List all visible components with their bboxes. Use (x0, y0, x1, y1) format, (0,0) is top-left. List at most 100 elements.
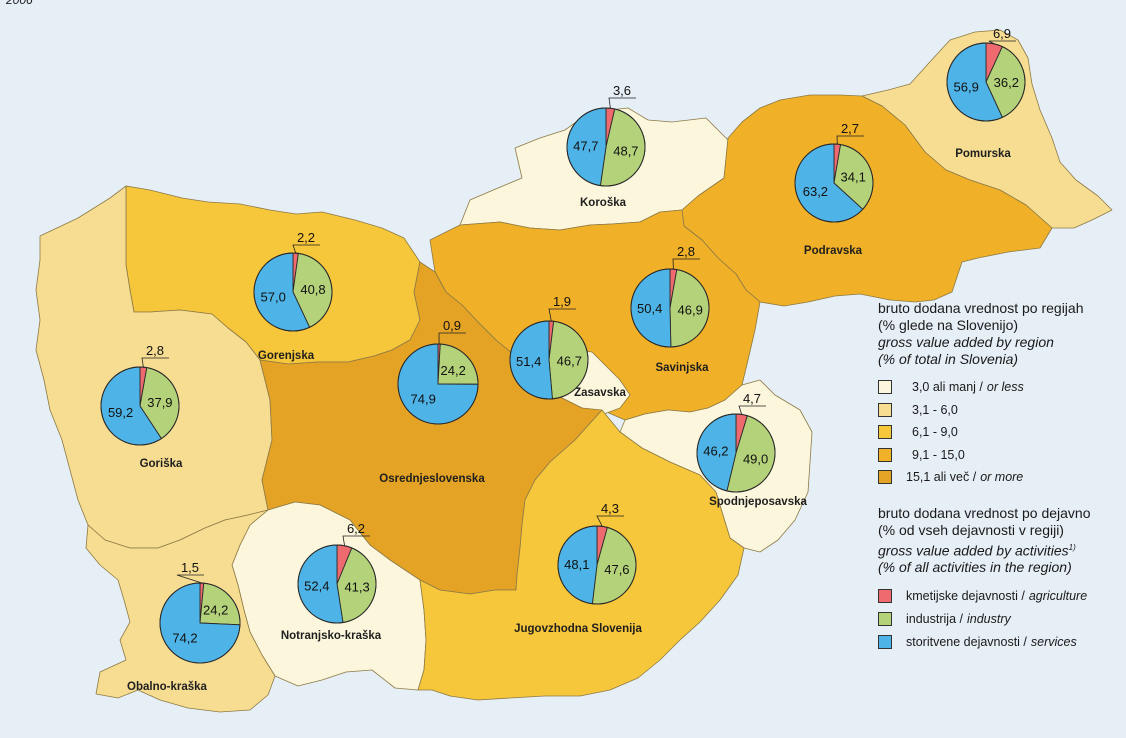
legend-activity-en: industry (966, 611, 1011, 626)
pie-value-industry: 47,6 (604, 562, 629, 577)
pie-value-services: 48,1 (564, 557, 589, 572)
agriculture-leader-line (738, 405, 766, 415)
legend-swatch (878, 402, 892, 417)
pie-value-services: 51,4 (516, 354, 541, 369)
pie-value-services: 52,4 (304, 579, 329, 594)
pie-value-industry: 48,7 (613, 144, 638, 159)
legend-activity-si: industrija / (906, 611, 963, 626)
region-label: Spodnjeposavska (709, 496, 807, 508)
pie-value-services: 59,2 (108, 405, 133, 420)
legend-class: 6,1 - 9,0 (878, 421, 1126, 444)
pie-value-services: 57,0 (261, 289, 286, 304)
region-label: Notranjsko-kraška (281, 630, 382, 642)
footnote-marker: 1) (1068, 542, 1076, 552)
region-pie: 49,0 46,2 4,7 (696, 391, 776, 493)
legend-class: 3,1 - 6,0 (878, 399, 1126, 422)
pie-value-services: 46,2 (703, 444, 728, 459)
pie-value-agriculture: 1,9 (553, 294, 571, 309)
pie-value-industry: 40,8 (300, 282, 325, 297)
region-pie: 48,7 47,7 3,6 (566, 83, 646, 187)
region-pie: 34,163,22,7 (794, 121, 874, 223)
pie-value-services: 50,4 (637, 301, 662, 316)
agriculture-leader-line (608, 97, 636, 109)
pie-value-agriculture: 2,7 (841, 121, 859, 136)
pie-value-services: 74,9 (411, 392, 436, 407)
region-pie: 37,9 59,2 2,8 (100, 343, 180, 446)
legend-swatch-agriculture (878, 588, 892, 603)
pie-outline (159, 582, 241, 664)
legend-class-en: or less (986, 380, 1024, 395)
pie-value-agriculture: 2,2 (297, 230, 315, 245)
legend-activity-si: kmetijske dejavnosti / (906, 588, 1025, 603)
legend-activities-title-si: bruto dodana vrednost po dejavno (878, 504, 1091, 521)
agriculture-leader-line (292, 244, 320, 254)
pie-value-industry: 36,2 (994, 75, 1019, 90)
pie-value-agriculture: 6,9 (993, 26, 1011, 41)
agriculture-leader-line (438, 332, 466, 345)
legend-class-range: 15,1 ali več / (906, 470, 977, 485)
legend-activities-title-en: gross value added by activities1) (878, 542, 1076, 559)
agriculture-leader-line (342, 535, 370, 546)
pie-outline (557, 525, 637, 605)
legend-swatch (878, 447, 892, 462)
pie-outline (297, 544, 377, 624)
region-pie: 24,2 74,2 1,5 (159, 560, 241, 664)
legend-class-range: 6,1 - 9,0 (912, 425, 958, 440)
pie-outline (397, 343, 479, 425)
pie-outline (253, 252, 333, 332)
legend-activities: kmetijske dejavnosti / agriculture indus… (878, 584, 1126, 653)
region-pie: 46,9 50,4 2,8 (630, 244, 710, 348)
pie-value-industry: 49,0 (743, 451, 768, 466)
region-pie: 24,274,90,9 (397, 318, 479, 425)
pie-value-industry: 41,3 (344, 579, 369, 594)
agriculture-leader-line (596, 515, 624, 527)
pie-outline (696, 413, 776, 493)
pie-value-industry: 46,7 (557, 353, 582, 368)
pie-value-agriculture: 4,7 (743, 391, 761, 406)
region-label: Goriška (140, 458, 183, 470)
pie-value-industry: 24,2 (203, 602, 228, 617)
agriculture-leader-line (988, 40, 1016, 45)
agriculture-leader-line (141, 357, 169, 368)
region-pie: 40,8 57,0 2,2 (253, 230, 333, 332)
legend-swatch-industry (878, 611, 892, 626)
pie-value-agriculture: 1,5 (181, 560, 199, 575)
region-pie: 47,648,14,3 (557, 501, 637, 605)
pie-outline (100, 366, 180, 446)
legend-activities-subtitle-en: (% of all activities in the region) (878, 559, 1072, 576)
legend-class: 9,1 - 15,0 (878, 444, 1126, 467)
pie-value-agriculture: 3,6 (613, 83, 631, 98)
pie-value-industry: 37,9 (147, 395, 172, 410)
agriculture-leader-line (672, 258, 700, 270)
region-label: Osrednjeslovenska (379, 473, 485, 485)
region-label: Savinjska (655, 362, 709, 374)
pie-value-agriculture: 2,8 (677, 244, 695, 259)
region-label: Gorenjska (258, 350, 315, 362)
pie-value-services: 47,7 (573, 139, 598, 154)
legend-activity-en: services (1030, 634, 1077, 649)
legend-activity-en: agriculture (1028, 588, 1088, 603)
region-pie: 36,2 56,9 6,9 (946, 26, 1026, 122)
pie-value-services: 74,2 (172, 630, 197, 645)
region-label: Jugovzhodna Slovenija (514, 623, 642, 635)
legend-classes: 3,0 ali manj / or less 3,1 - 6,0 6,1 - 9… (878, 376, 1126, 489)
legend-class-range: 3,1 - 6,0 (912, 402, 958, 417)
legend-class-range: 9,1 - 15,0 (912, 447, 965, 462)
legend-subtitle-si: (% glede na Slovenijo) (878, 317, 1019, 333)
pie-outline (630, 268, 710, 348)
legend: bruto dodana vrednost po regijah (% gled… (878, 300, 1126, 653)
pie-value-agriculture: 0,9 (443, 318, 461, 333)
agriculture-leader-line (548, 308, 576, 322)
pie-value-industry: 46,9 (678, 303, 703, 318)
legend-title-si: bruto dodana vrednost po regijah (878, 300, 1084, 316)
legend-class: 15,1 ali več / or more (878, 466, 1126, 489)
pie-value-agriculture: 2,8 (146, 343, 164, 358)
pie-value-services: 56,9 (954, 79, 979, 94)
region-pie: 41,352,46,2 (297, 521, 377, 624)
pie-value-industry: 34,1 (841, 169, 866, 184)
legend-activity: storitvene dejavnosti / services (878, 630, 1126, 653)
legend-class-range: 3,0 ali manj / (912, 380, 983, 395)
legend-title-en: gross value added by region (878, 334, 1054, 350)
legend-activity: kmetijske dejavnosti / agriculture (878, 584, 1126, 607)
